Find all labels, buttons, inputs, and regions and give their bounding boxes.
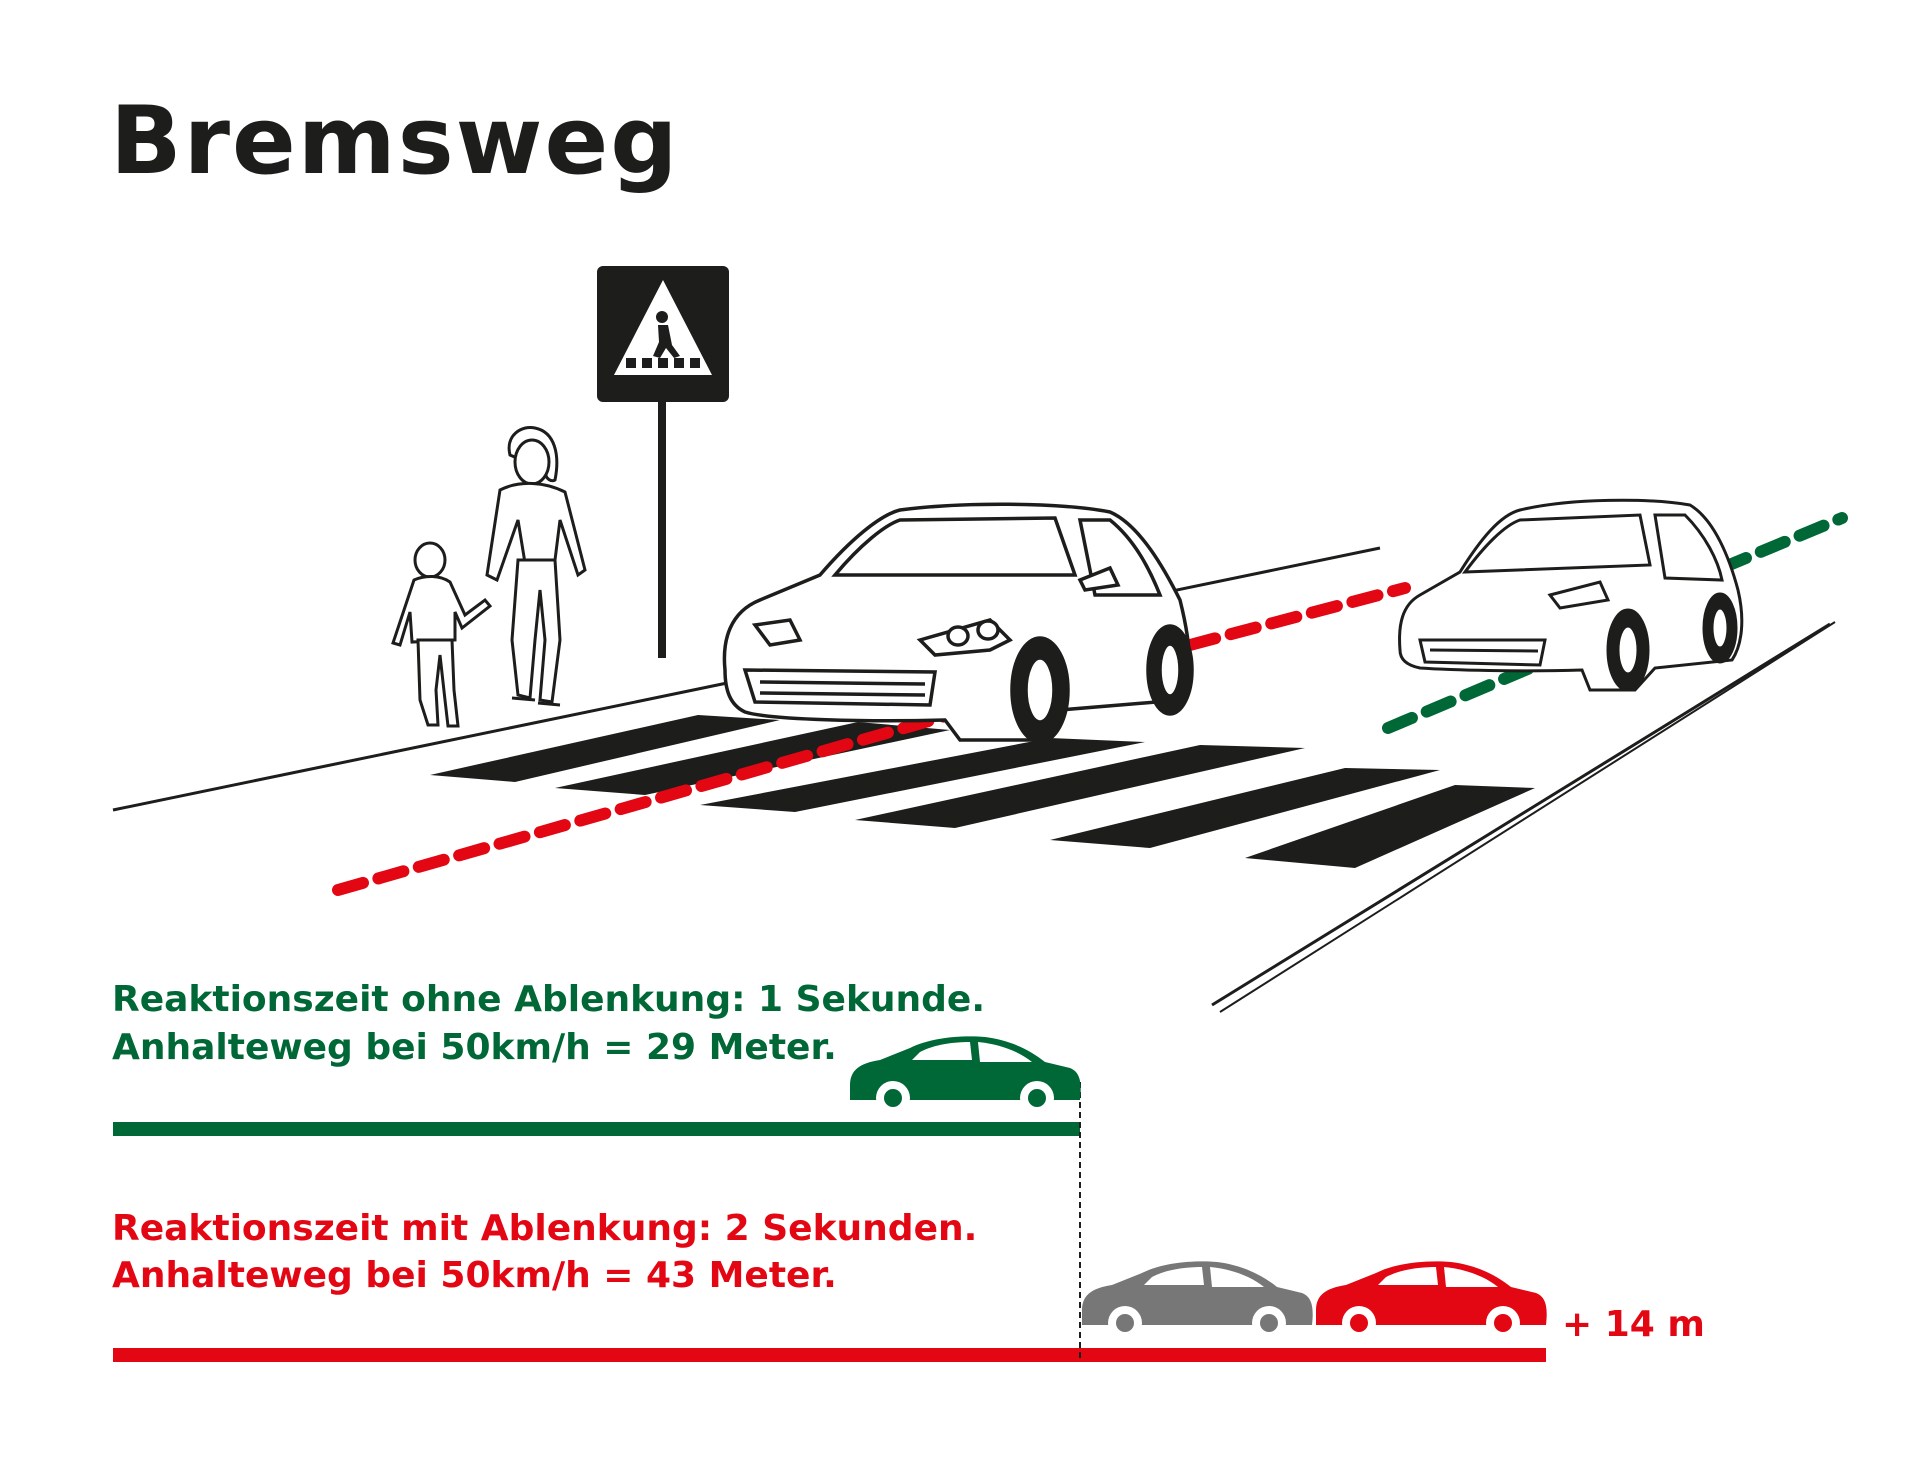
road-center-line [1211,622,1831,1007]
page-title: Bremsweg [110,87,680,196]
zebra-stripe [700,738,1145,812]
caption-distraction-line2: Anhalteweg bei 50km/h = 43 Meter. [112,1255,837,1296]
child-pedestrian-icon [391,541,493,728]
zebra-stripe [1050,768,1440,848]
sedan-car-icon [1316,1261,1547,1340]
pedestrian-crossing-sign-icon [597,266,729,658]
zebra-stripe [855,745,1305,828]
red-dashed-path-far [1184,582,1411,651]
caption-no-distraction-line2: Anhalteweg bei 50km/h = 29 Meter. [112,1027,837,1068]
hatchback-car-icon [722,502,1194,744]
green-dashed-path [1382,662,1536,734]
caption-no-distraction-line1: Reaktionszeit ohne Ablenkung: 1 Sekunde. [112,979,985,1020]
hatchback-car-icon [1398,498,1744,692]
green-distance-bar [113,1122,1080,1136]
sedan-car-icon [1082,1261,1313,1340]
woman-pedestrian-icon [485,425,587,707]
sedan-car-icon [850,1036,1081,1115]
caption-distraction-line1: Reaktionszeit mit Ablenkung: 2 Sekunden. [112,1208,978,1249]
green-dashed-path-far [1716,512,1848,574]
difference-label: + 14 m [1562,1304,1705,1345]
red-distance-bar [113,1348,1546,1362]
zebra-stripe [430,715,780,782]
road-edge-right [1219,621,1836,1013]
zebra-stripe [1245,785,1535,868]
